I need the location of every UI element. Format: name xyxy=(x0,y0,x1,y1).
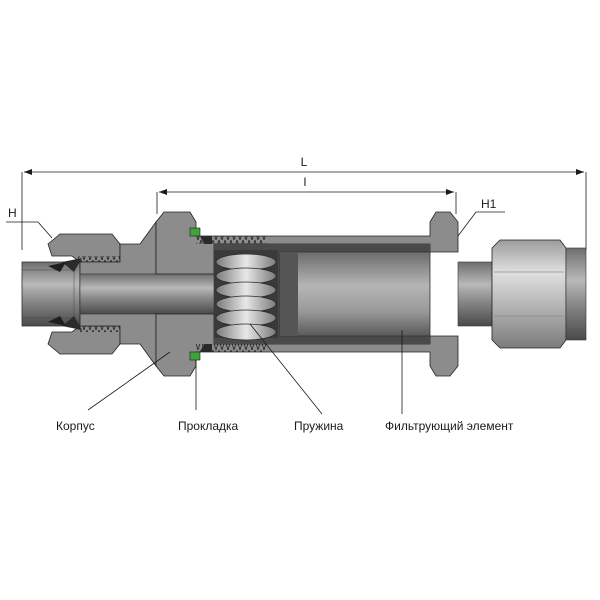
dimension-hex-right: H1 xyxy=(454,197,505,241)
inner-length-label: l xyxy=(304,175,307,189)
inlet-tube xyxy=(21,261,81,327)
outlet-tube xyxy=(457,261,493,327)
dimension-inner-length: l xyxy=(156,175,457,214)
spring xyxy=(214,250,278,341)
gasket-bottom xyxy=(189,344,212,361)
hex-left-label: H xyxy=(8,206,17,220)
callout-lines xyxy=(87,323,403,415)
filter-element xyxy=(279,251,431,337)
filter-element-label: Фильтрующий элемент xyxy=(385,419,514,433)
overall-length-label: L xyxy=(301,155,308,169)
body-left xyxy=(79,220,215,368)
right-fitting-nut xyxy=(491,239,587,349)
hex-right-label: H1 xyxy=(481,197,497,211)
body-label: Корпус xyxy=(56,419,95,433)
gasket-label: Прокладка xyxy=(178,419,239,433)
dimension-overall-length: L xyxy=(21,155,587,250)
dimension-hex-left: H xyxy=(6,206,53,239)
spring-label: Пружина xyxy=(294,419,344,433)
gasket-top xyxy=(189,227,212,244)
